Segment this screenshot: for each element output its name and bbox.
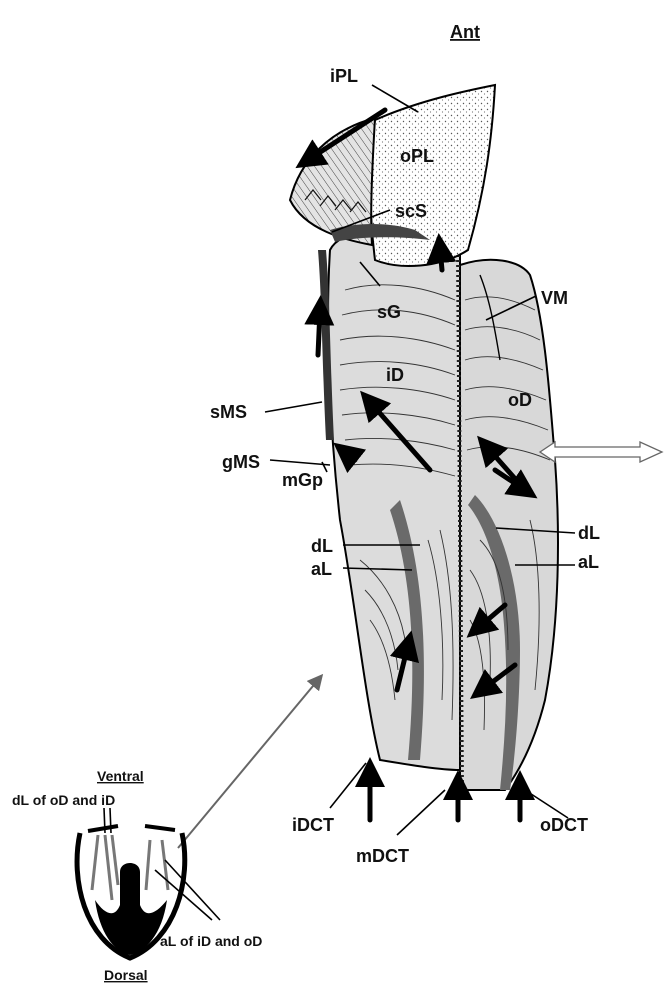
label-iDCT: iDCT bbox=[292, 815, 334, 835]
label-oPL: oPL bbox=[400, 146, 434, 166]
label-mDCT: mDCT bbox=[356, 846, 409, 866]
label-sG: sG bbox=[377, 302, 401, 322]
inset-label-top: dL of oD and iD bbox=[12, 792, 115, 808]
label-dL-right: dL bbox=[578, 523, 600, 543]
label-oDCT: oDCT bbox=[540, 815, 588, 835]
inset-label-dorsal: Dorsal bbox=[104, 967, 148, 983]
hollow-double-arrow bbox=[540, 442, 662, 462]
label-dL-left: dL bbox=[311, 536, 333, 556]
inset-cross-section: Ventral dL of oD and iD aL of iD and oD … bbox=[12, 768, 262, 983]
label-anterior: Ant bbox=[450, 22, 480, 42]
arrow-sG-up bbox=[440, 248, 442, 270]
top-cap bbox=[290, 85, 495, 266]
cap-oPL bbox=[370, 85, 495, 266]
label-scS: scS bbox=[395, 201, 427, 221]
label-sMS: sMS bbox=[210, 402, 247, 422]
inset-rim-right bbox=[145, 826, 175, 830]
label-gMS: gMS bbox=[222, 452, 260, 472]
inset-label-ventral: Ventral bbox=[97, 768, 144, 784]
label-iPL: iPL bbox=[330, 66, 358, 86]
label-aL-left: aL bbox=[311, 559, 332, 579]
label-iD: iD bbox=[386, 365, 404, 385]
inset-rim-left bbox=[88, 826, 118, 831]
arrow-sMS-up bbox=[318, 310, 320, 355]
label-aL-right: aL bbox=[578, 552, 599, 572]
organ-body bbox=[318, 231, 558, 790]
label-VM: VM bbox=[541, 288, 568, 308]
label-mGp: mGp bbox=[282, 470, 323, 490]
inset-label-bottom: aL of iD and oD bbox=[160, 933, 262, 949]
label-oD: oD bbox=[508, 390, 532, 410]
